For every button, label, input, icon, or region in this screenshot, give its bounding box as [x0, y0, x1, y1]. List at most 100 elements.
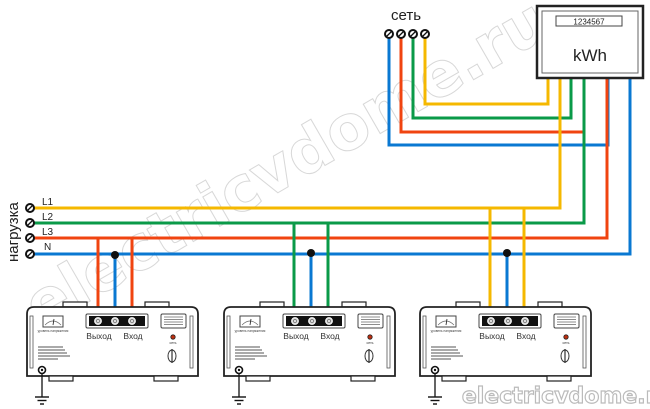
- input-terminal: [325, 317, 333, 325]
- neutral-terminal: [504, 317, 512, 325]
- network-wire-green: [411, 36, 573, 120]
- network-terminal-screw-icon: [386, 31, 392, 37]
- terminal-screw-icon: [327, 319, 331, 323]
- output-terminal: [291, 317, 299, 325]
- network-terminal-screw-icon: [422, 31, 428, 37]
- output-label: Выход: [86, 331, 111, 341]
- bottom-foot: [350, 375, 376, 382]
- output-label: Выход: [283, 331, 308, 341]
- ground-terminal-screw-icon: [40, 368, 44, 372]
- side-strip: [29, 315, 34, 369]
- stab3-input-yellow: [522, 206, 560, 320]
- network-terminal-screw-icon: [410, 31, 416, 37]
- neutral-junction-3: [503, 249, 511, 257]
- vent-grille: [160, 313, 187, 329]
- voltmeter-gauge-icon: [435, 315, 457, 328]
- terminal-screw-icon: [96, 319, 100, 323]
- bottom-foot: [245, 375, 271, 382]
- gauge-caption: уровень напряжения: [235, 329, 266, 333]
- ground-terminal-screw-icon: [433, 368, 437, 372]
- load-terminal-screw-icon: [27, 205, 33, 211]
- input-label: Вход: [320, 331, 339, 341]
- output-label: Выход: [479, 331, 504, 341]
- load-terminal-screw-icon: [27, 251, 33, 257]
- line-label-l1: L1: [42, 197, 54, 208]
- terminal-screw-icon: [113, 319, 117, 323]
- stab1-input-red: [130, 236, 560, 320]
- gauge-scale: [437, 320, 455, 326]
- meter-counter-value: 1234567: [573, 18, 605, 27]
- neutral-terminal: [308, 317, 316, 325]
- power-led-icon: [563, 334, 569, 340]
- gauge-needle: [445, 318, 448, 326]
- meter-counter-window: [555, 15, 623, 27]
- voltmeter-gauge-icon: [239, 315, 261, 328]
- terminal-screw-icon: [293, 319, 297, 323]
- vent-grille: [357, 313, 384, 329]
- electricity-meter: 1234567 kWh: [535, 4, 645, 80]
- output-terminal: [94, 317, 102, 325]
- line-label-l3: L3: [42, 227, 54, 238]
- load-label: нагрузка: [5, 201, 22, 262]
- power-led-icon: [367, 334, 373, 340]
- side-strip: [386, 315, 391, 369]
- terminal-screw-icon: [506, 319, 510, 323]
- bottom-foot: [153, 375, 179, 382]
- stabilizer-body: [419, 306, 592, 377]
- network-terminal-screw-icon: [398, 31, 404, 37]
- site-watermark: electricvdome.ru: [462, 384, 650, 409]
- stabilizer-body: [26, 306, 199, 377]
- load-terminals: [25, 203, 35, 259]
- input-terminal: [521, 317, 529, 325]
- bottom-foot: [441, 375, 467, 382]
- side-strip: [226, 315, 231, 369]
- gauge-scale: [44, 320, 62, 326]
- side-strip: [422, 315, 427, 369]
- gauge-caption: уровень напряжения: [431, 329, 462, 333]
- terminal-screw-icon: [523, 319, 527, 323]
- neutral-junction-1: [111, 251, 119, 259]
- power-label: сеть: [366, 341, 373, 345]
- bottom-foot: [48, 375, 74, 382]
- vent-grille: [553, 313, 580, 329]
- network-wire-yellow: [423, 36, 550, 106]
- power-label: сеть: [562, 341, 569, 345]
- terminal-screw-icon: [310, 319, 314, 323]
- gauge-scale: [241, 320, 259, 326]
- stab3-output-yellow: [30, 206, 492, 320]
- line-label-l2: L2: [42, 212, 54, 223]
- stab2-output-green: [30, 221, 296, 320]
- stab1-output-red: [30, 236, 100, 320]
- gauge-caption: уровень напряжения: [38, 329, 69, 333]
- network-terminals: [384, 29, 430, 39]
- gauge-needle: [249, 318, 252, 326]
- input-terminal: [128, 317, 136, 325]
- power-led-icon: [170, 334, 176, 340]
- meter-unit-label: kWh: [573, 46, 607, 65]
- side-strip: [582, 315, 587, 369]
- terminal-screw-icon: [130, 319, 134, 323]
- load-terminal-screw-icon: [27, 220, 33, 226]
- bottom-foot: [546, 375, 572, 382]
- power-label: сеть: [169, 341, 176, 345]
- neutral-terminal: [111, 317, 119, 325]
- network-label: сеть: [391, 7, 421, 24]
- stab2-input-green: [326, 221, 584, 320]
- stabilizer-body: [223, 306, 396, 377]
- voltmeter-gauge-icon: [42, 315, 64, 328]
- terminal-screw-icon: [489, 319, 493, 323]
- neutral-junction-2: [307, 249, 315, 257]
- output-terminal: [487, 317, 495, 325]
- diagonal-watermark: electricvdome.ru: [11, 0, 561, 343]
- load-terminal-screw-icon: [27, 235, 33, 241]
- meter-out-blue: [30, 78, 632, 256]
- gauge-needle: [52, 318, 55, 326]
- ground-terminal-screw-icon: [237, 368, 241, 372]
- line-label-n: N: [44, 242, 51, 253]
- input-label: Вход: [516, 331, 535, 341]
- side-strip: [189, 315, 194, 369]
